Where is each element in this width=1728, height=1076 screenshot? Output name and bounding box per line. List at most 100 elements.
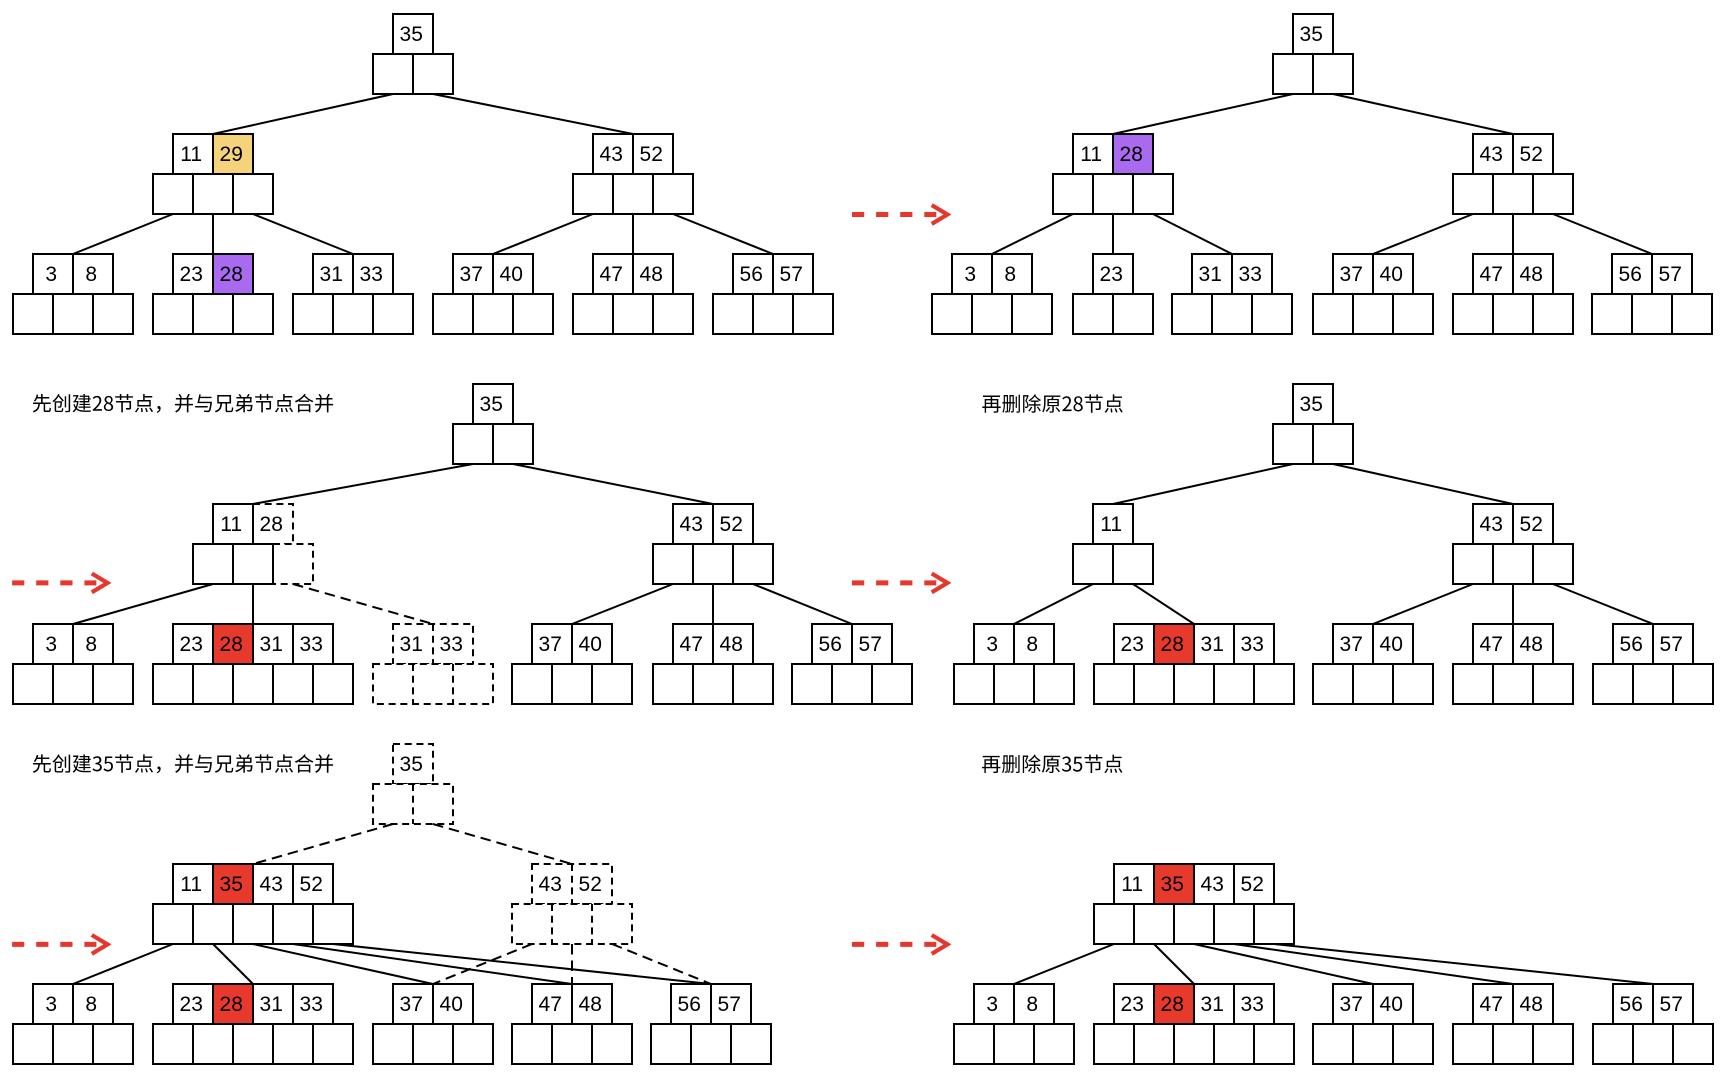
svg-text:35: 35 bbox=[400, 23, 423, 46]
svg-text:8: 8 bbox=[1026, 633, 1038, 656]
svg-text:57: 57 bbox=[1660, 633, 1683, 656]
svg-text:37: 37 bbox=[1340, 993, 1363, 1016]
svg-text:28: 28 bbox=[1161, 993, 1184, 1016]
svg-text:28: 28 bbox=[1120, 143, 1143, 166]
svg-text:37: 37 bbox=[400, 993, 423, 1016]
svg-text:52: 52 bbox=[720, 513, 743, 536]
svg-text:8: 8 bbox=[85, 993, 97, 1016]
svg-text:43: 43 bbox=[1201, 873, 1224, 896]
svg-text:40: 40 bbox=[579, 633, 602, 656]
svg-text:40: 40 bbox=[1380, 263, 1403, 286]
svg-text:43: 43 bbox=[539, 873, 562, 896]
svg-text:3: 3 bbox=[45, 633, 57, 656]
svg-text:57: 57 bbox=[859, 633, 882, 656]
svg-text:48: 48 bbox=[1520, 633, 1543, 656]
svg-text:47: 47 bbox=[1480, 633, 1503, 656]
svg-text:57: 57 bbox=[1659, 263, 1682, 286]
svg-text:47: 47 bbox=[1480, 263, 1503, 286]
svg-text:52: 52 bbox=[579, 873, 602, 896]
svg-text:52: 52 bbox=[300, 873, 323, 896]
svg-text:33: 33 bbox=[1239, 263, 1262, 286]
svg-text:37: 37 bbox=[460, 263, 483, 286]
svg-text:8: 8 bbox=[1004, 263, 1016, 286]
svg-text:23: 23 bbox=[1100, 263, 1123, 286]
svg-text:52: 52 bbox=[1241, 873, 1264, 896]
svg-text:40: 40 bbox=[1380, 633, 1403, 656]
svg-text:33: 33 bbox=[360, 263, 383, 286]
svg-text:40: 40 bbox=[440, 993, 463, 1016]
svg-text:40: 40 bbox=[500, 263, 523, 286]
svg-text:35: 35 bbox=[220, 873, 243, 896]
svg-text:3: 3 bbox=[986, 633, 998, 656]
svg-text:11: 11 bbox=[1121, 873, 1143, 896]
svg-text:3: 3 bbox=[986, 993, 998, 1016]
svg-text:48: 48 bbox=[1520, 993, 1543, 1016]
svg-text:31: 31 bbox=[400, 633, 423, 656]
svg-text:31: 31 bbox=[260, 993, 283, 1016]
svg-text:48: 48 bbox=[1520, 263, 1543, 286]
svg-text:35: 35 bbox=[1300, 23, 1323, 46]
svg-text:56: 56 bbox=[678, 993, 701, 1016]
svg-text:28: 28 bbox=[1161, 633, 1184, 656]
svg-text:11: 11 bbox=[180, 873, 202, 896]
svg-text:8: 8 bbox=[1026, 993, 1038, 1016]
svg-text:11: 11 bbox=[180, 143, 202, 166]
svg-text:3: 3 bbox=[45, 263, 57, 286]
svg-text:35: 35 bbox=[1300, 393, 1323, 416]
svg-text:23: 23 bbox=[180, 633, 203, 656]
svg-text:43: 43 bbox=[1480, 143, 1503, 166]
svg-text:57: 57 bbox=[780, 263, 803, 286]
svg-text:56: 56 bbox=[819, 633, 842, 656]
svg-text:56: 56 bbox=[1619, 263, 1642, 286]
svg-text:3: 3 bbox=[45, 993, 57, 1016]
svg-text:40: 40 bbox=[1380, 993, 1403, 1016]
svg-text:57: 57 bbox=[718, 993, 741, 1016]
svg-text:33: 33 bbox=[1241, 633, 1264, 656]
svg-text:8: 8 bbox=[85, 633, 97, 656]
svg-text:11: 11 bbox=[220, 513, 242, 536]
svg-text:56: 56 bbox=[1620, 993, 1643, 1016]
svg-text:37: 37 bbox=[539, 633, 562, 656]
svg-text:35: 35 bbox=[400, 753, 423, 776]
svg-text:29: 29 bbox=[220, 143, 243, 166]
svg-text:33: 33 bbox=[440, 633, 463, 656]
svg-text:33: 33 bbox=[1241, 993, 1264, 1016]
svg-text:48: 48 bbox=[579, 993, 602, 1016]
svg-text:48: 48 bbox=[640, 263, 663, 286]
svg-text:28: 28 bbox=[220, 263, 243, 286]
svg-text:31: 31 bbox=[260, 633, 283, 656]
svg-text:3: 3 bbox=[964, 263, 976, 286]
svg-text:47: 47 bbox=[680, 633, 703, 656]
svg-text:28: 28 bbox=[260, 513, 283, 536]
svg-text:47: 47 bbox=[1480, 993, 1503, 1016]
svg-text:37: 37 bbox=[1340, 633, 1363, 656]
svg-text:23: 23 bbox=[1121, 633, 1144, 656]
svg-text:57: 57 bbox=[1660, 993, 1683, 1016]
svg-text:28: 28 bbox=[220, 633, 243, 656]
svg-text:23: 23 bbox=[1121, 993, 1144, 1016]
svg-text:23: 23 bbox=[180, 263, 203, 286]
svg-text:11: 11 bbox=[1100, 513, 1122, 536]
svg-text:28: 28 bbox=[220, 993, 243, 1016]
svg-text:35: 35 bbox=[480, 393, 503, 416]
svg-text:52: 52 bbox=[1520, 513, 1543, 536]
svg-text:37: 37 bbox=[1340, 263, 1363, 286]
svg-text:43: 43 bbox=[600, 143, 623, 166]
svg-text:31: 31 bbox=[320, 263, 343, 286]
svg-text:56: 56 bbox=[740, 263, 763, 286]
svg-text:52: 52 bbox=[640, 143, 663, 166]
svg-text:31: 31 bbox=[1201, 633, 1224, 656]
svg-text:33: 33 bbox=[300, 633, 323, 656]
svg-text:31: 31 bbox=[1199, 263, 1222, 286]
svg-text:48: 48 bbox=[720, 633, 743, 656]
svg-text:43: 43 bbox=[680, 513, 703, 536]
svg-text:52: 52 bbox=[1520, 143, 1543, 166]
svg-text:8: 8 bbox=[85, 263, 97, 286]
svg-text:33: 33 bbox=[300, 993, 323, 1016]
svg-text:35: 35 bbox=[1161, 873, 1184, 896]
svg-text:56: 56 bbox=[1620, 633, 1643, 656]
svg-text:43: 43 bbox=[1480, 513, 1503, 536]
svg-text:47: 47 bbox=[539, 993, 562, 1016]
svg-text:31: 31 bbox=[1201, 993, 1224, 1016]
svg-text:43: 43 bbox=[260, 873, 283, 896]
